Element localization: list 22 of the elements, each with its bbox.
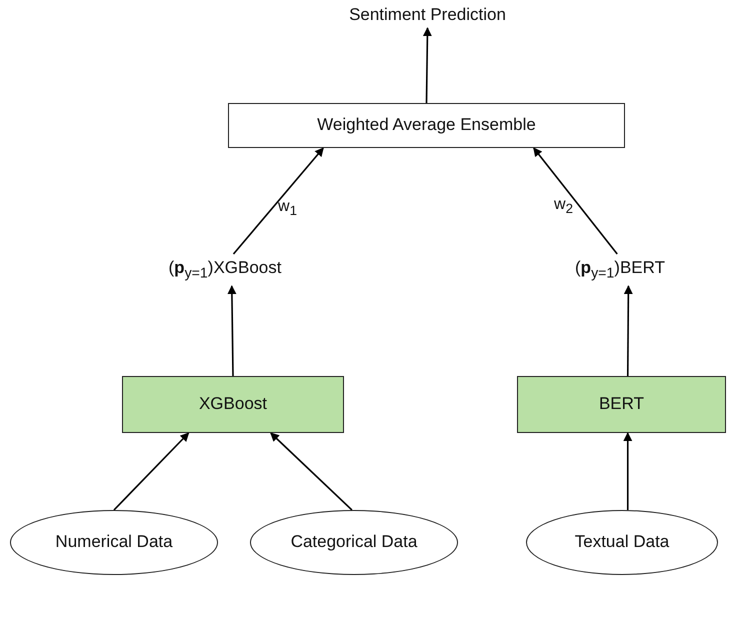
model-box: [122, 376, 344, 433]
arrow: [232, 147, 324, 255]
model-box: [517, 376, 726, 433]
output-label: Sentiment Prediction: [349, 4, 506, 26]
node-label: BERT: [598, 394, 644, 415]
node-label: Weighted Average Ensemble: [317, 115, 536, 136]
arrow: [624, 285, 633, 376]
node-label: XGBoost: [198, 394, 268, 415]
arrow: [227, 285, 236, 376]
edge-label: w$_{1}$: [278, 198, 297, 218]
node-label: Categorical Data: [290, 532, 418, 553]
arrow: [422, 27, 432, 104]
edge-label: w$_{2}$: [554, 196, 573, 216]
arrow: [623, 432, 632, 510]
node-label: Numerical Data: [55, 532, 173, 553]
node-label: Textual Data: [574, 532, 670, 553]
process-box: [228, 103, 625, 148]
arrow: [270, 432, 352, 511]
arrow: [533, 147, 618, 254]
arrow: [113, 432, 190, 511]
output-label: (p$_{y=1}$)XGBoost: [168, 258, 282, 282]
output-label: (p$_{y=1}$)BERT: [575, 258, 665, 282]
